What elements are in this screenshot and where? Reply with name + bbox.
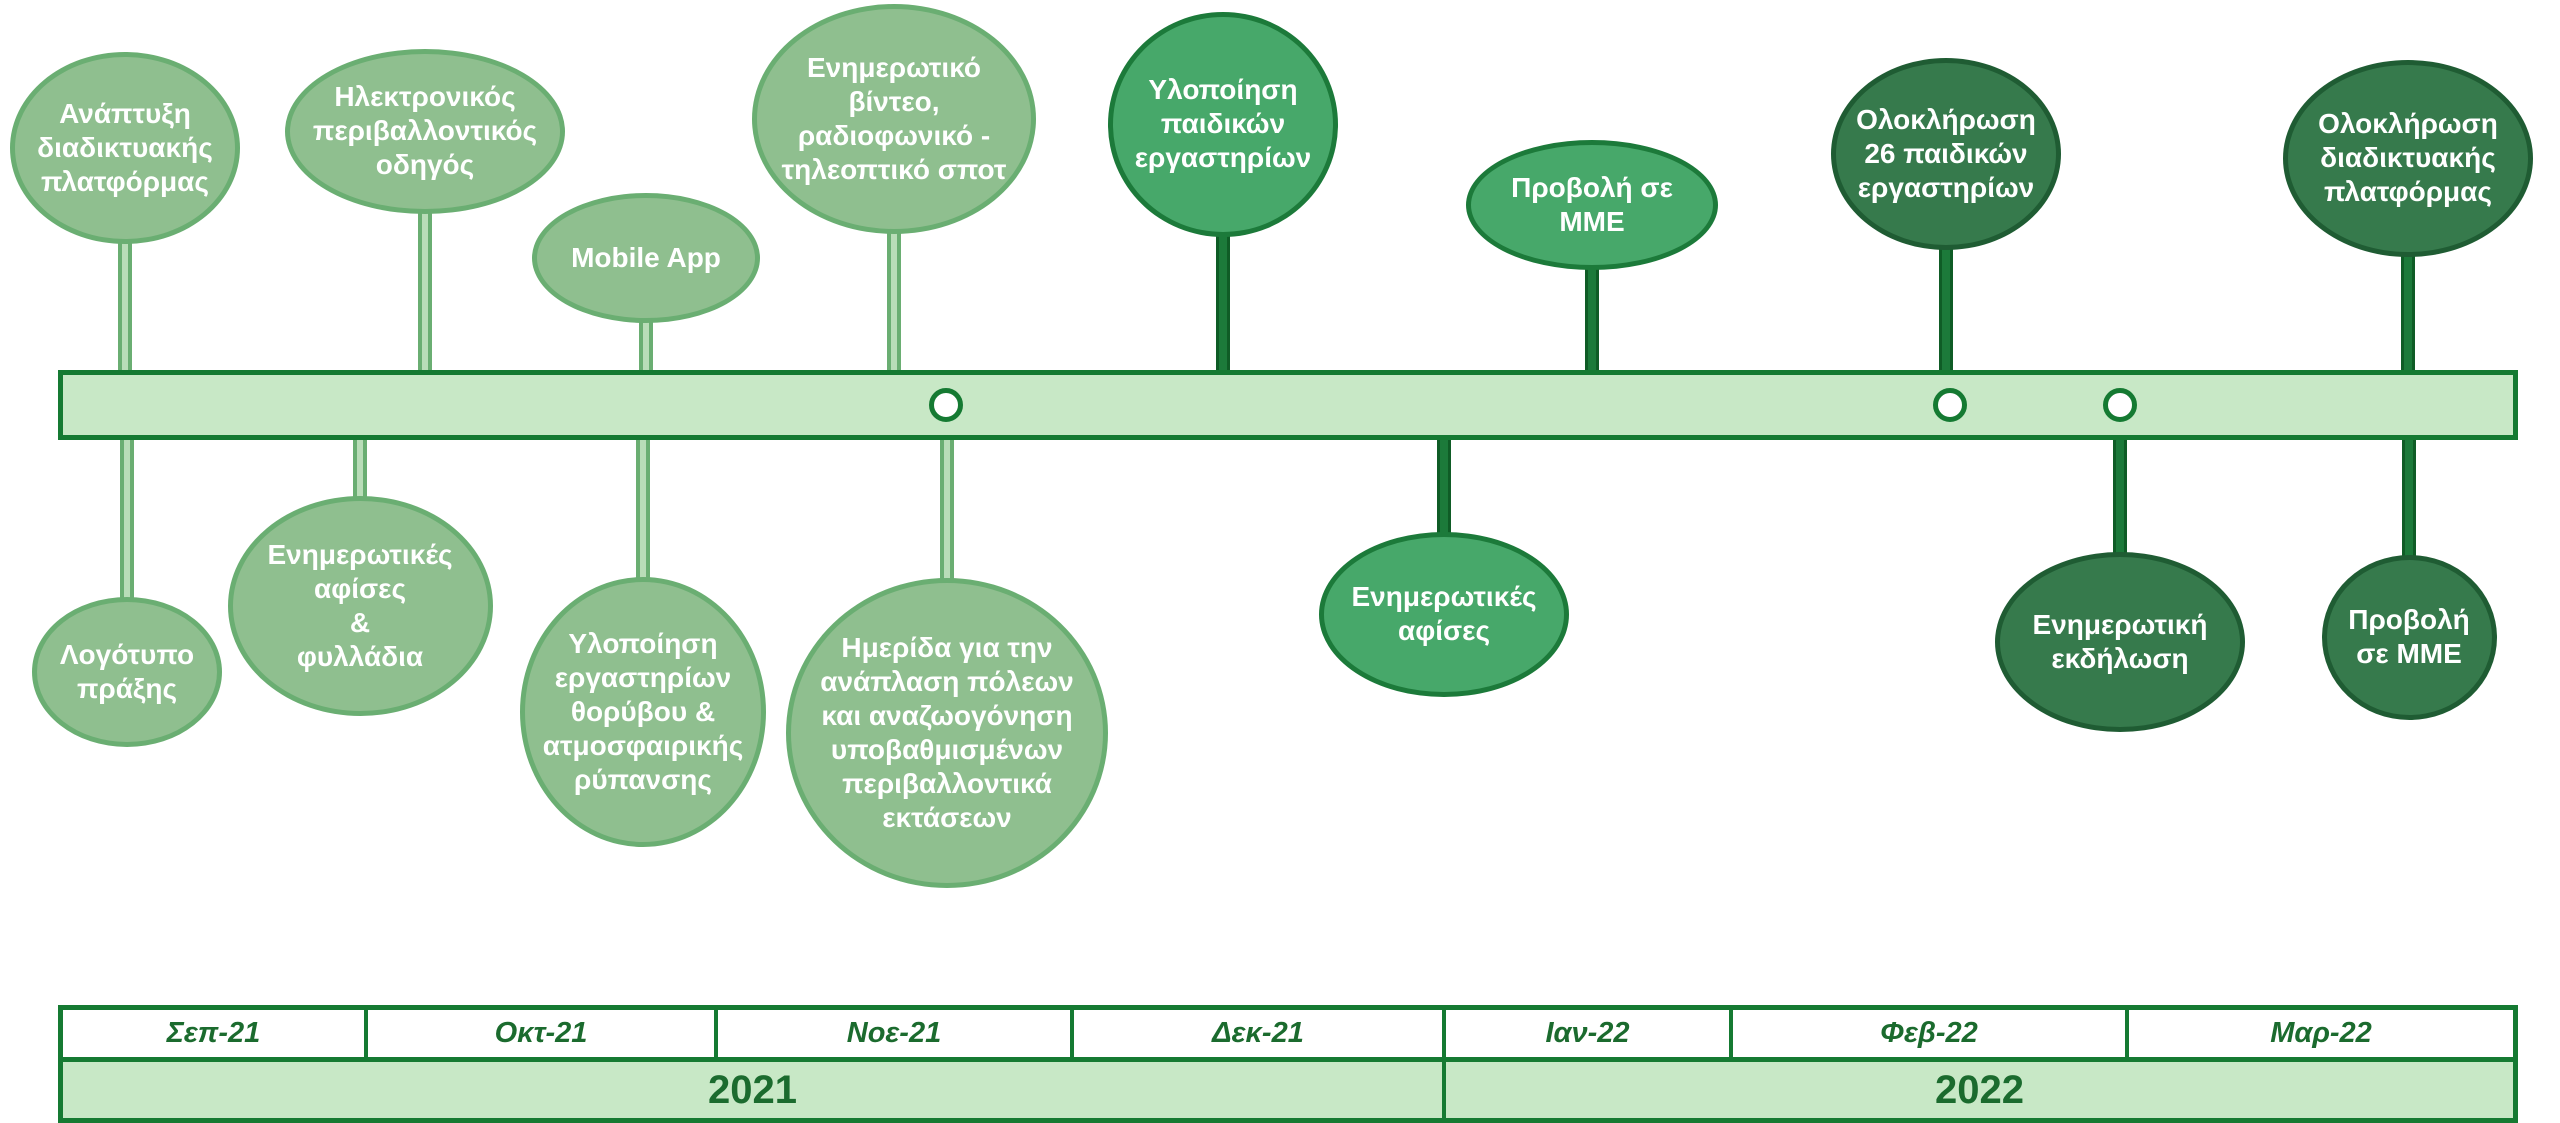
connector-stem <box>1437 440 1451 538</box>
connector-stem <box>2402 440 2416 561</box>
connector-stem <box>1939 244 1953 370</box>
connector-stem <box>2401 250 2415 370</box>
month-cell: Δεκ-21 <box>1074 1010 1446 1057</box>
month-cell: Σεπ-21 <box>63 1010 368 1057</box>
event-bubble: Υλοποίηση παιδικών εργαστηρίων <box>1108 11 1338 237</box>
event-bubble: Ηλεκτρονικός περιβαλλοντικός οδηγός <box>285 48 565 214</box>
connector-stem <box>1216 230 1230 370</box>
event-bubble: Ολοκλήρωση διαδικτυακής πλατφόρμας <box>2283 59 2533 257</box>
connector-stem <box>118 238 132 370</box>
milestone-marker <box>929 388 963 422</box>
event-bubble: Υλοποίηση εργαστηρίων θορύβου & ατμοσφαι… <box>520 577 766 847</box>
connector-stem <box>636 440 650 583</box>
month-cell: Μαρ-22 <box>2270 1017 2372 1049</box>
milestone-marker <box>2103 388 2137 422</box>
milestone-marker <box>1933 388 1967 422</box>
event-bubble: Ολοκλήρωση 26 παιδικών εργαστηρίων <box>1831 58 2061 250</box>
year-cell: 2022 <box>1935 1067 2024 1112</box>
connector-stem <box>418 207 432 370</box>
event-bubble: Mobile App <box>532 193 760 323</box>
year-row: 2021 2022 <box>63 1062 2513 1118</box>
event-bubble: Ενημερωτική εκδήλωση <box>1995 552 2245 732</box>
month-cell: Ιαν-22 <box>1446 1010 1733 1057</box>
connector-stem <box>887 228 901 370</box>
event-bubble: Προβολή σε ΜΜΕ <box>1466 140 1718 270</box>
time-axis: Σεπ-21 Οκτ-21 Νοε-21 Δεκ-21 Ιαν-22 Φεβ-2… <box>58 1005 2518 1123</box>
connector-stem <box>2113 440 2127 558</box>
connector-stem <box>120 440 134 603</box>
year-cell: 2021 <box>63 1062 1446 1118</box>
month-row: Σεπ-21 Οκτ-21 Νοε-21 Δεκ-21 Ιαν-22 Φεβ-2… <box>63 1010 2513 1062</box>
connector-stem <box>1585 264 1599 370</box>
event-bubble: Ενημερωτικές αφίσες & φυλλάδια <box>227 496 493 716</box>
event-bubble: Ενημερωτικές αφίσες <box>1319 531 1569 697</box>
month-cell: Φεβ-22 <box>1733 1010 2129 1057</box>
connector-stem <box>940 440 954 584</box>
month-cell: Νοε-21 <box>718 1010 1074 1057</box>
connector-stem <box>353 440 367 502</box>
event-bubble: Λογότυπο πράξης <box>32 597 222 747</box>
timeline-bar <box>58 370 2518 440</box>
event-bubble: Ενημερωτικό βίντεο, ραδιοφωνικό - τηλεοπ… <box>752 4 1036 234</box>
event-bubble: Ανάπτυξη διαδικτυακής πλατφόρμας <box>10 52 240 244</box>
event-bubble: Προβολή σε ΜΜΕ <box>2321 554 2497 720</box>
month-cell: Οκτ-21 <box>368 1010 718 1057</box>
event-bubble: Ημερίδα για την ανάπλαση πόλεων και αναζ… <box>786 578 1108 888</box>
connector-stem <box>639 317 653 370</box>
